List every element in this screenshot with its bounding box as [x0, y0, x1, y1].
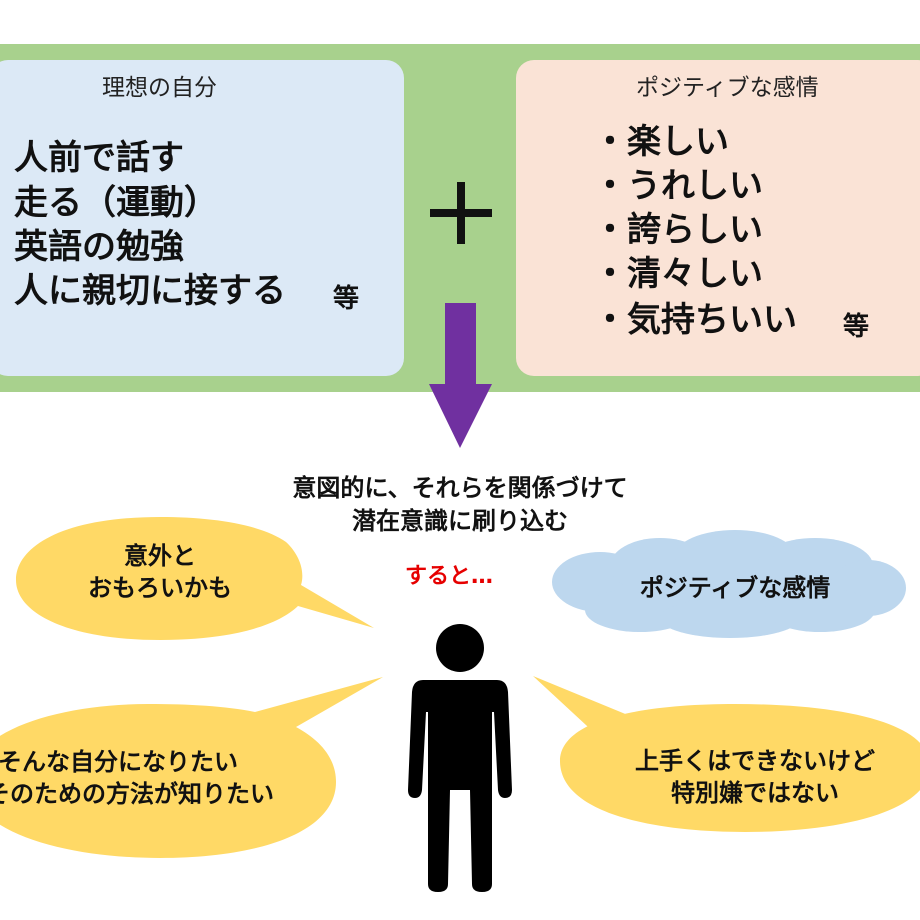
emotion-item-1: ・楽しい [593, 122, 729, 162]
caption-line-2: 潜在意識に刷り込む [352, 507, 568, 535]
ideal-self-title: 理想の自分 [102, 75, 217, 101]
ideal-self-box [0, 60, 404, 376]
positive-emotion-box [516, 60, 920, 376]
ideal-etc: 等 [333, 284, 360, 314]
caption-line-1: 意図的に、それらを関係づけて [292, 474, 628, 502]
down-arrow [429, 303, 492, 448]
bottom-right-bubble-line-2: 特別嫌ではない [671, 779, 839, 807]
emotion-item-4: ・清々しい [593, 254, 763, 294]
speech-bubble-top-left [16, 517, 374, 640]
person-silhouette [408, 624, 512, 892]
emotion-item-3: ・誇らしい [593, 210, 763, 250]
bottom-right-bubble-line-1: 上手くはできないけど [635, 747, 875, 775]
result-text: すると… [405, 564, 494, 589]
bottom-left-bubble-line-1: そんな自分になりたい [0, 748, 238, 776]
cloud-text: ポジティブな感情 [639, 574, 831, 602]
emotion-cloud [552, 530, 906, 638]
emotion-item-5: ・気持ちいい [593, 300, 797, 340]
positive-emotion-title: ポジティブな感情 [636, 75, 819, 101]
ideal-item-3: 英語の勉強 [14, 227, 184, 267]
speech-bubble-bottom-left [0, 677, 383, 858]
emotion-item-2: ・うれしい [593, 166, 763, 206]
top-left-bubble-line-2: おもろいかも [88, 574, 232, 602]
top-left-bubble-line-1: 意外と [124, 542, 196, 570]
emotion-etc: 等 [843, 312, 870, 342]
ideal-item-2: 走る（運動） [14, 183, 218, 223]
ideal-item-4: 人に親切に接する [14, 271, 286, 311]
ideal-item-1: 人前で話す [14, 138, 184, 178]
plus-icon [430, 182, 492, 244]
speech-bubble-bottom-right [533, 676, 920, 832]
bottom-left-bubble-line-2: そのための方法が知りたい [0, 780, 274, 808]
